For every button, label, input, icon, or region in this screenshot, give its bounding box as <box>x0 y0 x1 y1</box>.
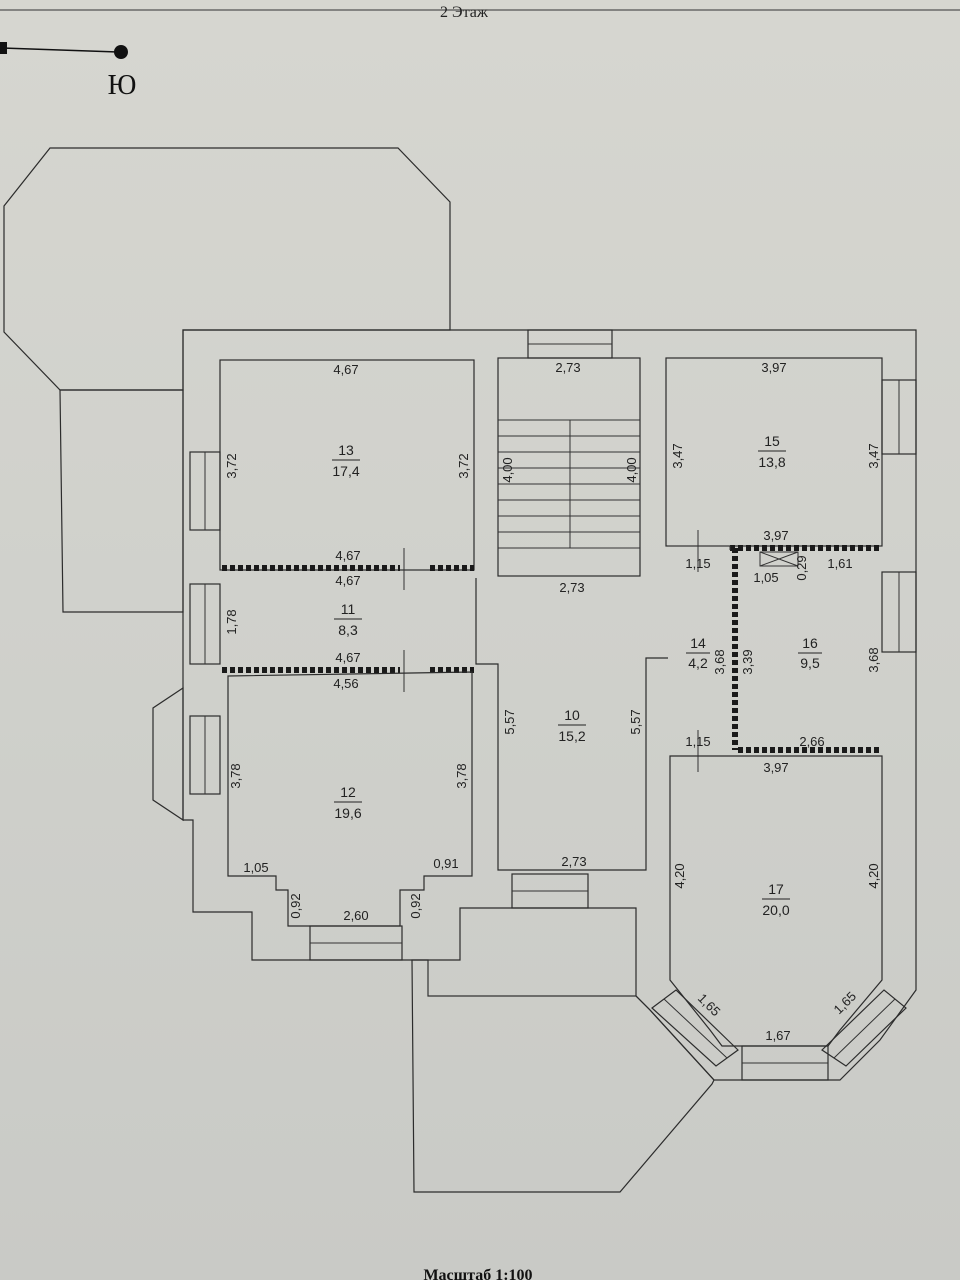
dim-r12-niche-right: 0,92 <box>408 893 423 918</box>
dim-stair-top: 2,73 <box>555 360 580 375</box>
dim-r11-bottom: 4,67 <box>335 650 360 665</box>
dim-r16-a: 1,05 <box>753 570 778 585</box>
dim-r10-left: 5,57 <box>502 709 517 734</box>
floor-title: 2 Этаж <box>440 4 489 21</box>
dim-stair-right: 4,00 <box>624 457 639 482</box>
dim-r15-top: 3,97 <box>761 360 786 375</box>
dim-stair-left: 4,00 <box>500 457 515 482</box>
room-10-area: 15,2 <box>558 728 585 744</box>
room-17-number: 17 <box>768 881 784 897</box>
outer-wall <box>182 329 917 1081</box>
dim-r12-bottom-left: 1,05 <box>243 860 268 875</box>
dim-r13-top: 4,67 <box>333 362 358 377</box>
room-17-area: 20,0 <box>762 902 789 918</box>
dim-r12-top: 4,56 <box>333 676 358 691</box>
room-15-area: 13,8 <box>758 454 785 470</box>
room-13-number: 13 <box>338 442 354 458</box>
dim-r11-left: 1,78 <box>224 609 239 634</box>
dim-r14-bottom: 1,15 <box>685 734 710 749</box>
dim-r12-right: 3,78 <box>454 763 469 788</box>
dim-r10-bottom: 2,73 <box>561 854 586 869</box>
vent-shaft-icon <box>759 551 799 567</box>
dim-r12-bottom-right: 0,91 <box>433 856 458 871</box>
dim-r17-top: 3,97 <box>763 760 788 775</box>
dim-r16-right: 3,68 <box>866 647 881 672</box>
dim-r17-bottom: 1,67 <box>765 1028 790 1043</box>
dim-r16-bottom: 2,66 <box>799 734 824 749</box>
room-15-number: 15 <box>764 433 780 449</box>
room-16-area: 9,5 <box>800 655 820 671</box>
room-13-area: 17,4 <box>332 463 359 479</box>
room-17-window-right <box>821 989 907 1067</box>
room-10-number: 10 <box>564 707 580 723</box>
room-16-number: 16 <box>802 635 818 651</box>
room-17-window-left <box>651 989 739 1067</box>
dim-r15-bottom: 3,97 <box>763 528 788 543</box>
dim-r17-right: 4,20 <box>866 863 881 888</box>
compass-label: Ю <box>108 70 137 101</box>
room-11-number: 11 <box>341 601 356 617</box>
dim-r10-right: 5,57 <box>628 709 643 734</box>
room-12-number: 12 <box>340 784 356 800</box>
room-14-number: 14 <box>690 635 706 651</box>
dim-r14-left: 3,68 <box>712 649 727 674</box>
compass-arrow <box>0 42 128 59</box>
room-10-outline <box>475 578 668 871</box>
roof-outline-left <box>3 147 451 391</box>
porch-inner-line <box>427 960 636 997</box>
dim-r15-left: 3,47 <box>670 443 685 468</box>
dim-r12-left: 3,78 <box>228 763 243 788</box>
dim-r15-right: 3,47 <box>866 443 881 468</box>
dim-r16-b: 0,29 <box>794 555 809 580</box>
dim-stair-bottom: 2,73 <box>559 580 584 595</box>
stair-steps <box>498 419 640 549</box>
dim-r17-left: 4,20 <box>672 863 687 888</box>
dim-r13-right: 3,72 <box>456 453 471 478</box>
room-12-area: 19,6 <box>334 805 361 821</box>
room-11-area: 8,3 <box>338 622 358 638</box>
dim-r16-c: 1,61 <box>827 556 852 571</box>
dim-r17-bottom-left: 1,65 <box>695 991 724 1020</box>
dim-r14-right: 3,39 <box>740 649 755 674</box>
room-14-area: 4,2 <box>688 655 708 671</box>
dim-r12-bottom: 2,60 <box>343 908 368 923</box>
left-bay <box>152 686 184 822</box>
roof-outline-left-lower <box>59 389 184 613</box>
dim-r11-top: 4,67 <box>335 573 360 588</box>
dim-r13-left: 3,72 <box>224 453 239 478</box>
dim-r14-top: 1,15 <box>685 556 710 571</box>
scale-label: Масштаб 1:100 <box>423 1267 532 1280</box>
stair-outline <box>497 357 641 577</box>
dim-r12-niche-left: 0,92 <box>288 893 303 918</box>
dim-r13-bottom: 4,67 <box>335 548 360 563</box>
room-15-outline <box>665 357 883 547</box>
